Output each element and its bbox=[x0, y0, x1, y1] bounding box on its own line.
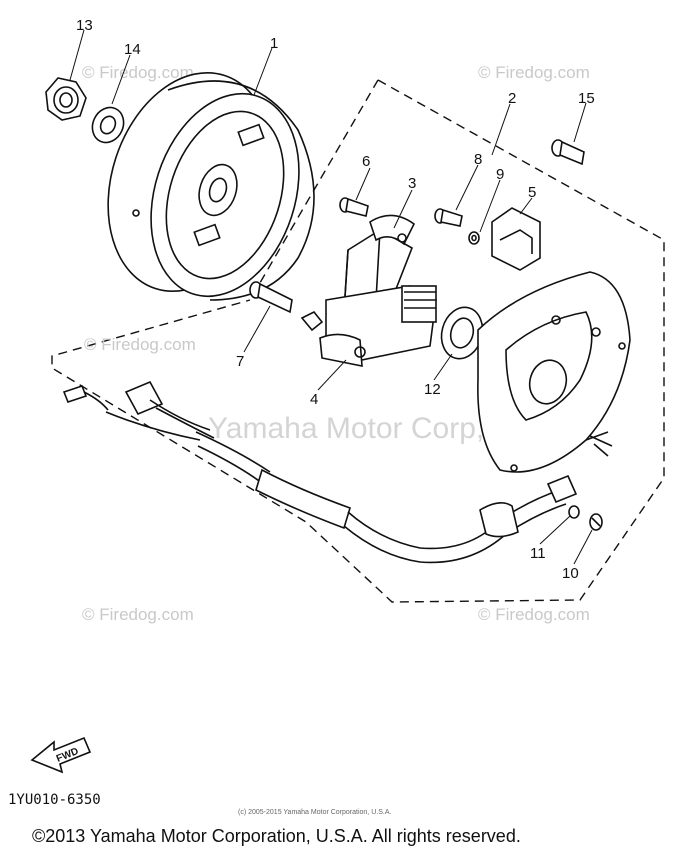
part-number-14: 14 bbox=[124, 41, 141, 58]
part-number-6: 6 bbox=[362, 153, 370, 170]
fwd-arrow-icon: FWD bbox=[30, 736, 92, 774]
screw-part-15 bbox=[551, 139, 585, 166]
part-number-4: 4 bbox=[310, 391, 318, 408]
clip-part bbox=[300, 310, 324, 332]
nut-part bbox=[45, 77, 87, 121]
diagram-code: 1YU010-6350 bbox=[8, 792, 101, 808]
part-number-2: 2 bbox=[508, 90, 516, 107]
screw-part-7 bbox=[249, 281, 293, 314]
screw-part-10 bbox=[589, 513, 603, 531]
screw-part-6 bbox=[339, 197, 369, 217]
watermark-firedog-2: © Firedog.com bbox=[478, 63, 590, 82]
part-number-11: 11 bbox=[530, 545, 546, 562]
part-number-12: 12 bbox=[424, 381, 441, 398]
part-number-3: 3 bbox=[408, 175, 416, 192]
bracket-part bbox=[491, 207, 541, 271]
small-copyright: (c) 2005-2015 Yamaha Motor Corporation, … bbox=[238, 809, 391, 816]
screw-part-8 bbox=[434, 208, 463, 227]
watermark-firedog-1: © Firedog.com bbox=[82, 63, 194, 82]
part-number-10: 10 bbox=[562, 565, 579, 582]
part-number-13: 13 bbox=[76, 17, 93, 34]
leader-lines bbox=[69, 29, 593, 565]
part-number-5: 5 bbox=[528, 184, 536, 201]
part-number-1: 1 bbox=[270, 35, 278, 52]
assembly-boundary bbox=[51, 79, 665, 603]
flywheel-rotor bbox=[107, 71, 315, 301]
part-number-9: 9 bbox=[496, 166, 504, 183]
part-number-7: 7 bbox=[236, 353, 244, 370]
part-number-8: 8 bbox=[474, 151, 482, 168]
watermark-firedog-3: © Firedog.com bbox=[82, 605, 194, 624]
washer-part-11 bbox=[568, 505, 580, 519]
coil-part-4 bbox=[319, 285, 437, 367]
copyright-notice: ©2013 Yamaha Motor Corporation, U.S.A. A… bbox=[32, 826, 521, 846]
watermark-firedog-4: © Firedog.com bbox=[478, 605, 590, 624]
stator-base-plate bbox=[477, 271, 631, 473]
part-number-15: 15 bbox=[578, 90, 595, 107]
washer-part-9 bbox=[468, 231, 480, 245]
washer-part bbox=[91, 106, 125, 144]
watermark-firedog-5: © Firedog.com bbox=[84, 335, 196, 354]
wire-harness bbox=[62, 380, 578, 564]
